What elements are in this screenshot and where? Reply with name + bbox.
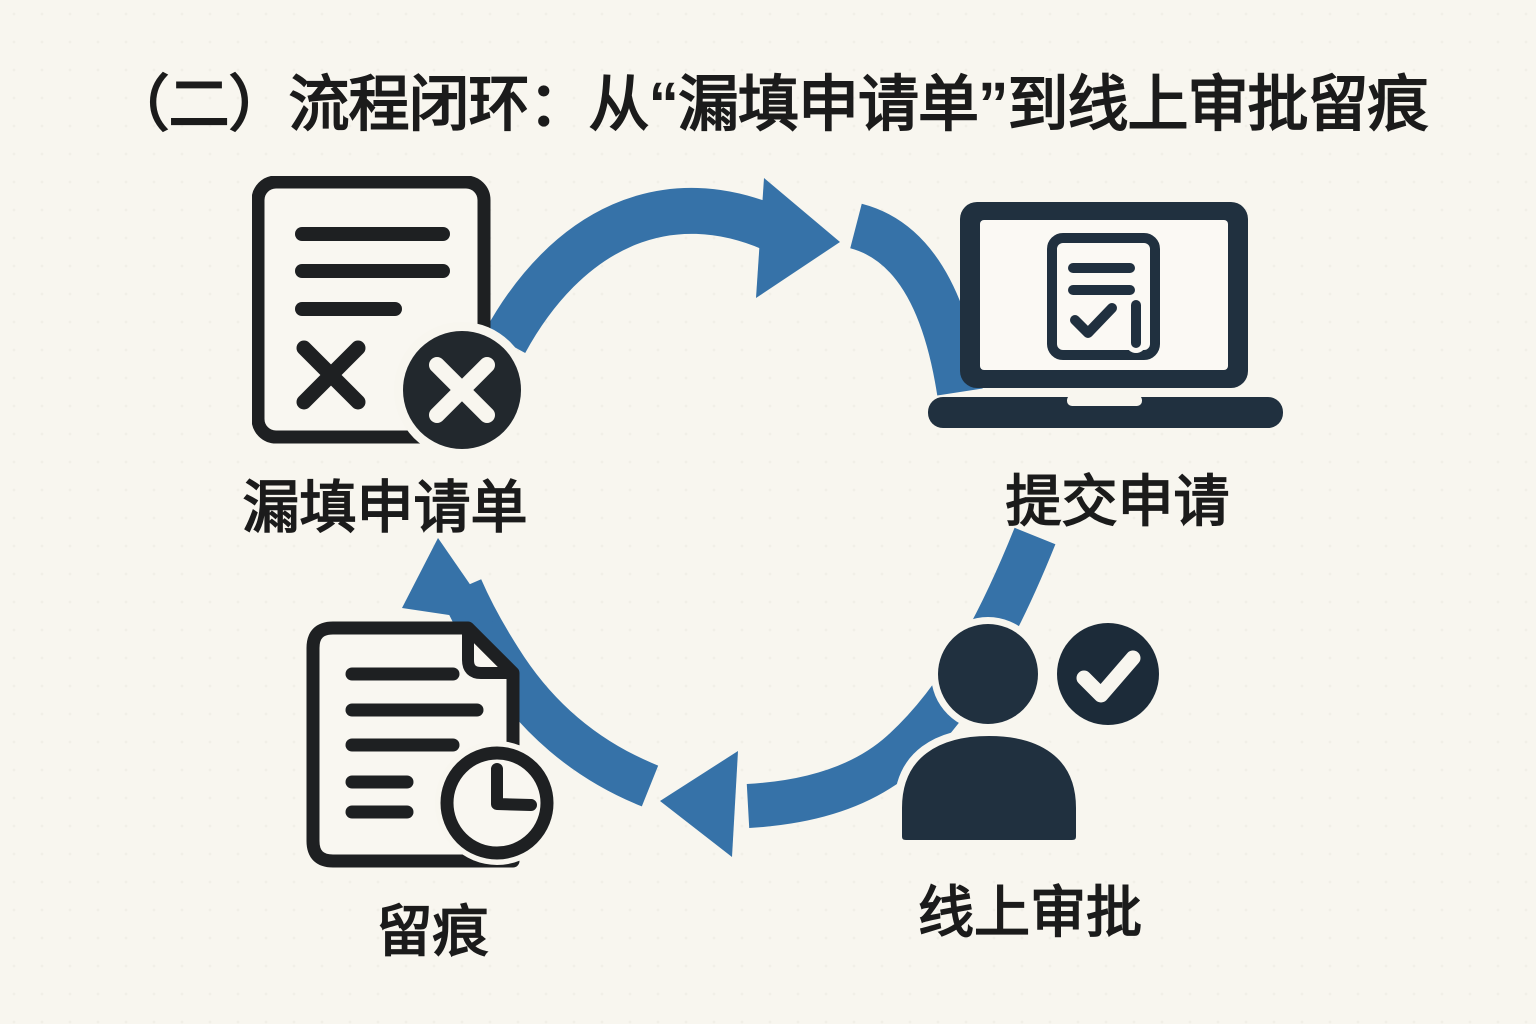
x-mark — [296, 340, 366, 410]
approved-check-badge — [1049, 615, 1167, 733]
person-silhouette — [894, 617, 1084, 848]
laptop-document-icon — [928, 202, 1283, 428]
label-record-trace: 留痕 — [376, 900, 489, 963]
person-check-icon — [894, 615, 1167, 848]
label-submit-application: 提交申请 — [1005, 470, 1230, 533]
document-clock-icon — [306, 621, 559, 868]
label-missing-form: 漏填申请单 — [242, 476, 528, 540]
diagram-title: （二）流程闭环：从“漏填申请单”到线上审批留痕 — [108, 70, 1428, 138]
arrow-missing-to-submit — [484, 178, 983, 396]
arrow-submit-to-approval — [660, 527, 1056, 857]
laptop-base — [928, 395, 1283, 428]
label-online-approval: 线上审批 — [918, 881, 1142, 944]
error-badge — [394, 322, 530, 458]
screen-document — [1047, 233, 1160, 360]
document-error-icon — [252, 176, 530, 458]
clock-badge — [435, 741, 559, 865]
